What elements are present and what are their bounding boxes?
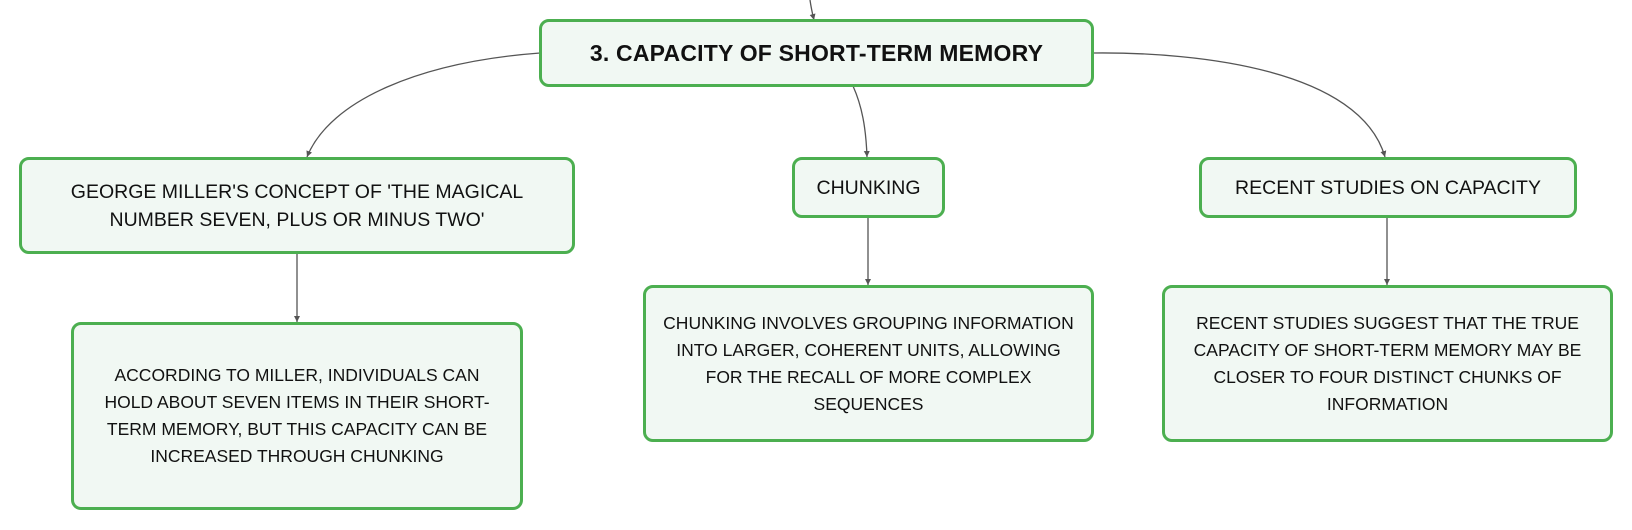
edge-root-to-miller: [306, 52, 541, 158]
detail-node-chunking-text: CHUNKING INVOLVES GROUPING INFORMATION I…: [663, 312, 1074, 414]
branch-node-chunking-label: CHUNKING: [816, 176, 921, 199]
root-node[interactable]: 3. CAPACITY OF SHORT-TERM MEMORY: [539, 19, 1094, 87]
branch-node-miller[interactable]: GEORGE MILLER'S CONCEPT OF 'THE MAGICAL …: [19, 157, 575, 254]
branch-node-recent-studies-label: RECENT STUDIES ON CAPACITY: [1235, 176, 1541, 199]
branch-node-miller-label: GEORGE MILLER'S CONCEPT OF 'THE MAGICAL …: [70, 180, 524, 231]
detail-node-chunking[interactable]: CHUNKING INVOLVES GROUPING INFORMATION I…: [643, 285, 1094, 442]
edge-root-to-chunking: [852, 85, 870, 158]
detail-node-miller[interactable]: ACCORDING TO MILLER, INDIVIDUALS CAN HOL…: [71, 322, 523, 510]
detail-node-recent-studies[interactable]: RECENT STUDIES SUGGEST THAT THE TRUE CAP…: [1162, 285, 1613, 442]
branch-node-recent-studies[interactable]: RECENT STUDIES ON CAPACITY: [1199, 157, 1577, 218]
root-node-label: 3. CAPACITY OF SHORT-TERM MEMORY: [589, 39, 1044, 66]
edge-root-to-recent: [1093, 52, 1387, 158]
branch-node-chunking[interactable]: CHUNKING: [792, 157, 945, 218]
detail-node-miller-text: ACCORDING TO MILLER, INDIVIDUALS CAN HOL…: [104, 365, 490, 466]
detail-node-recent-studies-text: RECENT STUDIES SUGGEST THAT THE TRUE CAP…: [1193, 312, 1582, 414]
edge-parent-to-root: [809, 0, 816, 21]
